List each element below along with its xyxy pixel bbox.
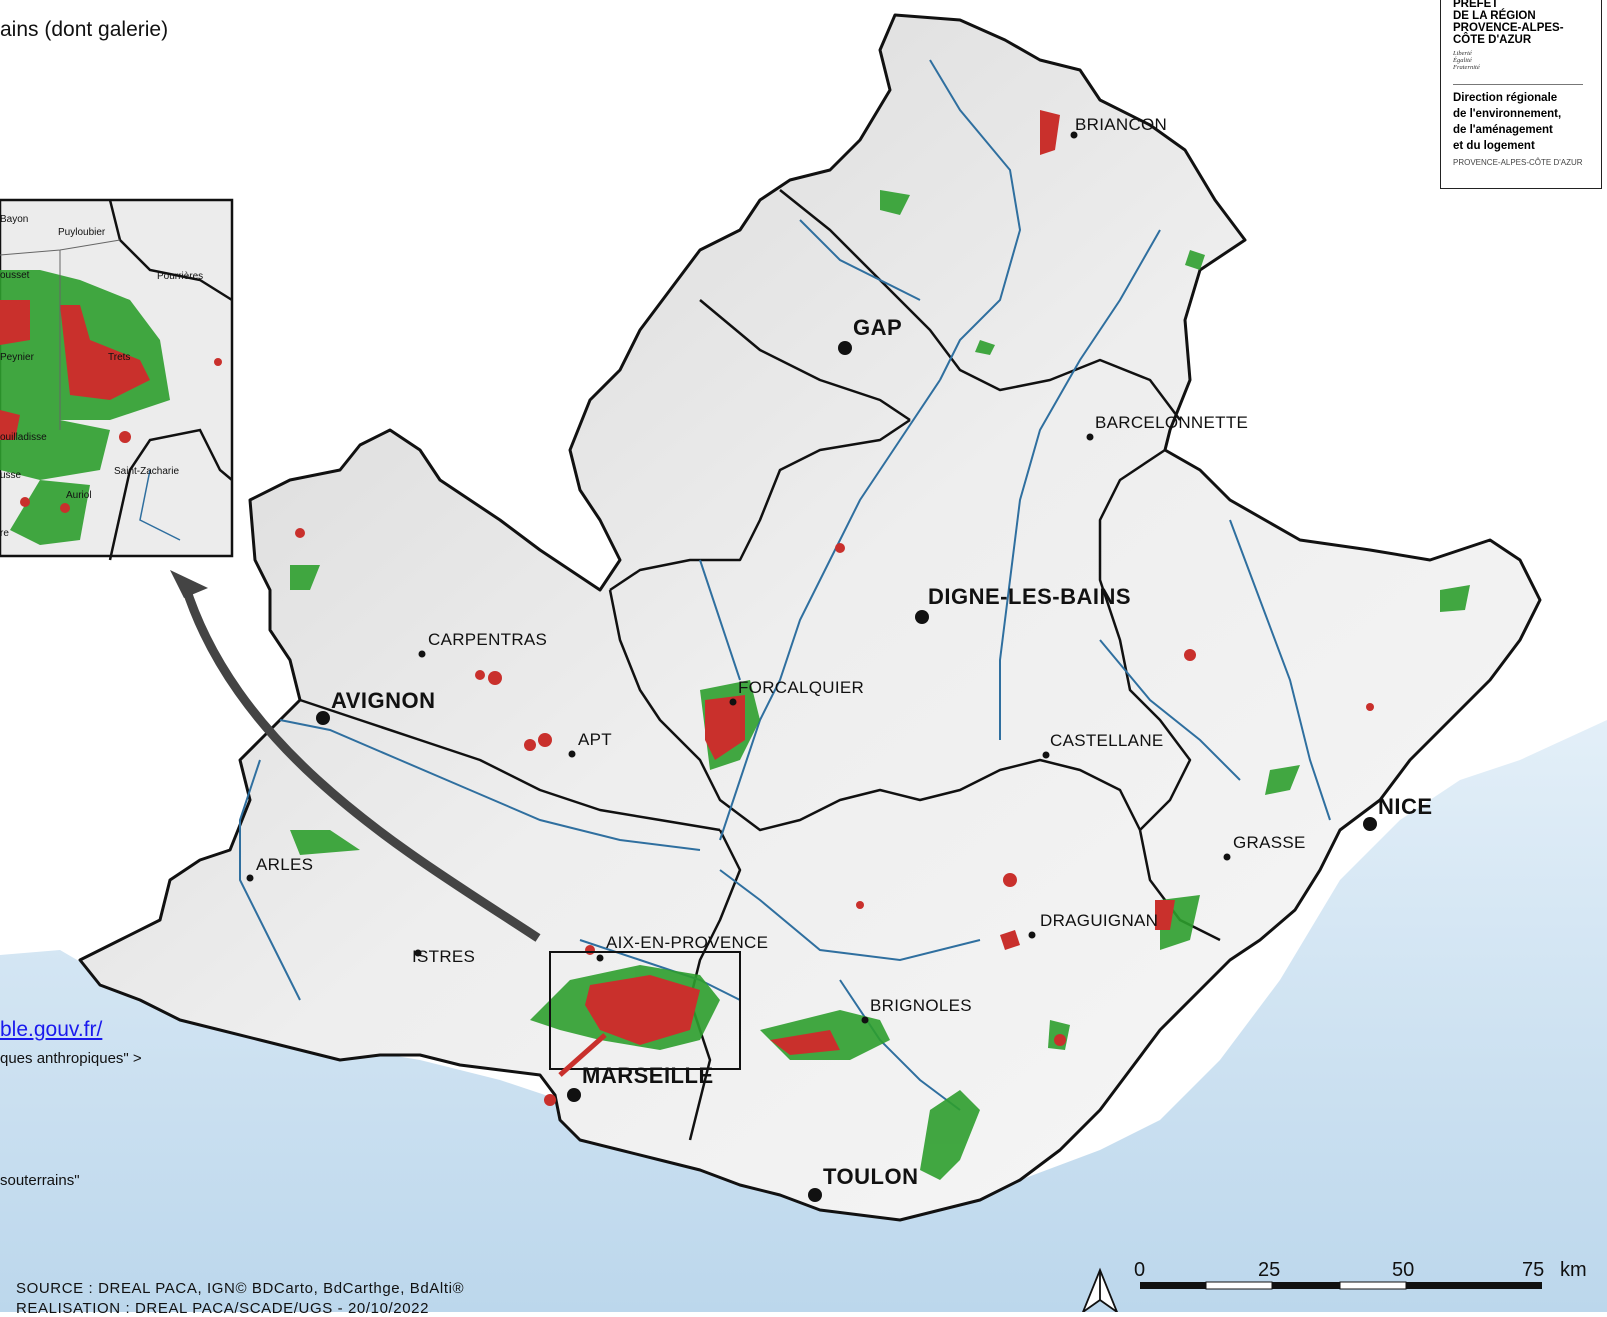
city-briancon: BRIANCON [1075,115,1167,134]
inset-map: Bayon Puyloubier ousset Pourrières Peyni… [0,198,234,561]
city-grasse: GRASSE [1233,833,1306,852]
city-labels: BRIANCON GAP BARCELONNETTE DIGNE-LES-BAI… [256,115,1433,1189]
inset-label-bayon: Bayon [0,214,28,225]
city-marseille: MARSEILLE [582,1063,714,1088]
legend-under-text: souterrains" [0,1172,80,1189]
city-castellane: CASTELLANE [1050,731,1164,750]
inset-label-re: re [0,528,9,539]
inset-arrowhead [170,570,208,598]
inset-label-usse: usse [0,470,22,481]
inset-label-pourrieres: Pourrières [157,271,203,282]
city-brignoles: BRIGNOLES [870,996,972,1015]
scale-bar: 0 25 50 75 km [1134,1259,1587,1290]
inset-label-roquevaire: ouilladisse [0,432,47,443]
city-carpentras: CARPENTRAS [428,630,547,649]
city-istres: ISTRES [412,947,475,966]
city-apt: APT [578,730,612,749]
city-draguignan: DRAGUIGNAN [1040,911,1158,930]
city-nice: NICE [1378,794,1433,819]
inset-label-rousset: ousset [0,270,30,281]
inset-label-saint-zacharie: Saint-Zacharie [114,466,179,477]
risk-zones-red [295,110,1374,1106]
scale-25: 25 [1258,1259,1280,1281]
prefecture-logo: PRÉFET DE LA RÉGION PROVENCE-ALPES- CÔTE… [1440,0,1602,189]
logo-motto: Liberté Égalité Fraternité [1453,50,1480,71]
city-digne: DIGNE-LES-BAINS [928,584,1131,609]
scale-unit: km [1560,1259,1587,1281]
north-arrow [1082,1267,1118,1312]
scale-0: 0 [1134,1259,1145,1281]
city-toulon: TOULON [823,1164,918,1189]
inset-label-peynier: Peynier [0,352,35,363]
inset-pointer-line [558,1033,607,1077]
inset-label-trets: Trets [108,352,130,363]
inset-target-frame [549,951,741,1070]
legend-link[interactable]: ble.gouv.fr/ [0,1018,103,1041]
city-barcelonnette: BARCELONNETTE [1095,413,1248,432]
logo-prefet: PRÉFET DE LA RÉGION PROVENCE-ALPES- CÔTE… [1453,0,1564,46]
inset-label-puyloubier: Puyloubier [58,227,106,238]
inset-arrow [180,583,541,942]
city-arles: ARLES [256,855,313,874]
city-markers [246,131,1377,1202]
sea [0,720,1607,1312]
source-text: SOURCE : DREAL PACA, IGN© BDCarto, BdCar… [16,1280,465,1297]
scale-50: 50 [1392,1259,1414,1281]
city-aix: AIX-EN-PROVENCE [606,933,768,952]
logo-direction: Direction régionale de l'environnement, … [1453,92,1562,152]
credit-text: REALISATION : DREAL PACA/SCADE/UGS - 20/… [16,1300,430,1317]
legend-sub-text: ques anthropiques" > [0,1050,142,1067]
logo-separator [1453,84,1583,85]
inset-label-auriol: Auriol [66,490,92,501]
city-gap: GAP [853,315,902,340]
scale-75: 75 [1522,1259,1544,1281]
logo-region: PROVENCE-ALPES-CÔTE D'AZUR [1453,158,1583,167]
city-avignon: AVIGNON [331,688,436,713]
city-forcalquier: FORCALQUIER [738,678,864,697]
legend-top-text: ains (dont galerie) [0,18,169,41]
